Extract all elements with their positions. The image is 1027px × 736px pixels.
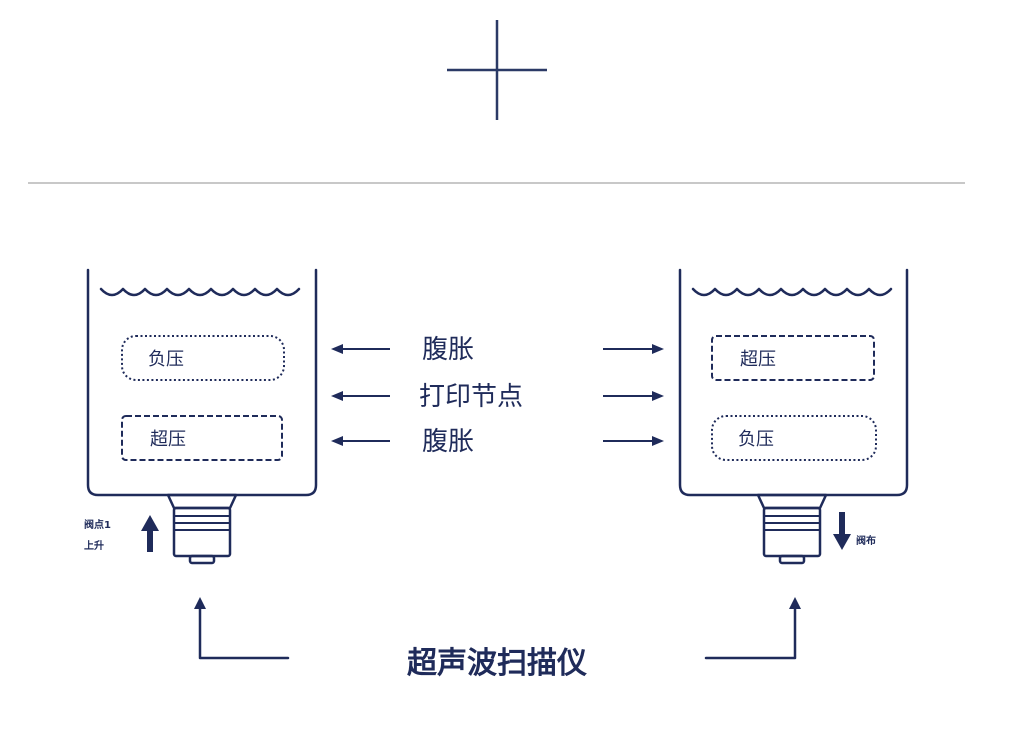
left-tank-top-box-label: 负压 <box>148 349 184 370</box>
left-valve-label-line2: 上升 <box>84 539 104 552</box>
scanner-label: 超声波扫描仪 <box>407 646 587 681</box>
right-tank-bottom-box <box>711 415 877 461</box>
scanner-left-arrow <box>194 597 290 660</box>
left-tank-bottom-box <box>121 415 283 461</box>
middle-label-top: 腹胀 <box>422 335 474 365</box>
left-tank-top-box <box>121 335 285 381</box>
right-tank-outline <box>678 268 909 497</box>
middle-label-bottom: 腹胀 <box>422 427 474 457</box>
right-tank-water-surface <box>691 287 893 297</box>
right-valve-nozzle <box>756 493 828 565</box>
left-tank: 负压 超压 <box>86 268 318 497</box>
right-tank-top-box <box>711 335 875 381</box>
left-valve-label-line1: 阀点1 <box>84 518 111 531</box>
arrow-down-icon <box>833 512 851 550</box>
left-tank-outline <box>86 268 318 497</box>
middle-left-arrows <box>331 344 390 446</box>
right-tank-bottom-box-label: 负压 <box>738 429 774 450</box>
right-tank-top-box-label: 超压 <box>740 349 776 370</box>
plus-icon <box>447 20 547 120</box>
arrow-up-icon <box>141 515 159 552</box>
middle-right-arrows <box>603 344 664 446</box>
left-tank-water-surface <box>99 287 301 297</box>
left-tank-bottom-box-label: 超压 <box>150 429 186 450</box>
scanner-right-arrow <box>704 597 801 660</box>
left-valve-nozzle <box>166 493 238 565</box>
right-tank: 超压 负压 <box>678 268 909 497</box>
right-valve-label: 阀布 <box>856 534 876 547</box>
middle-label-center: 打印节点 <box>419 382 523 412</box>
